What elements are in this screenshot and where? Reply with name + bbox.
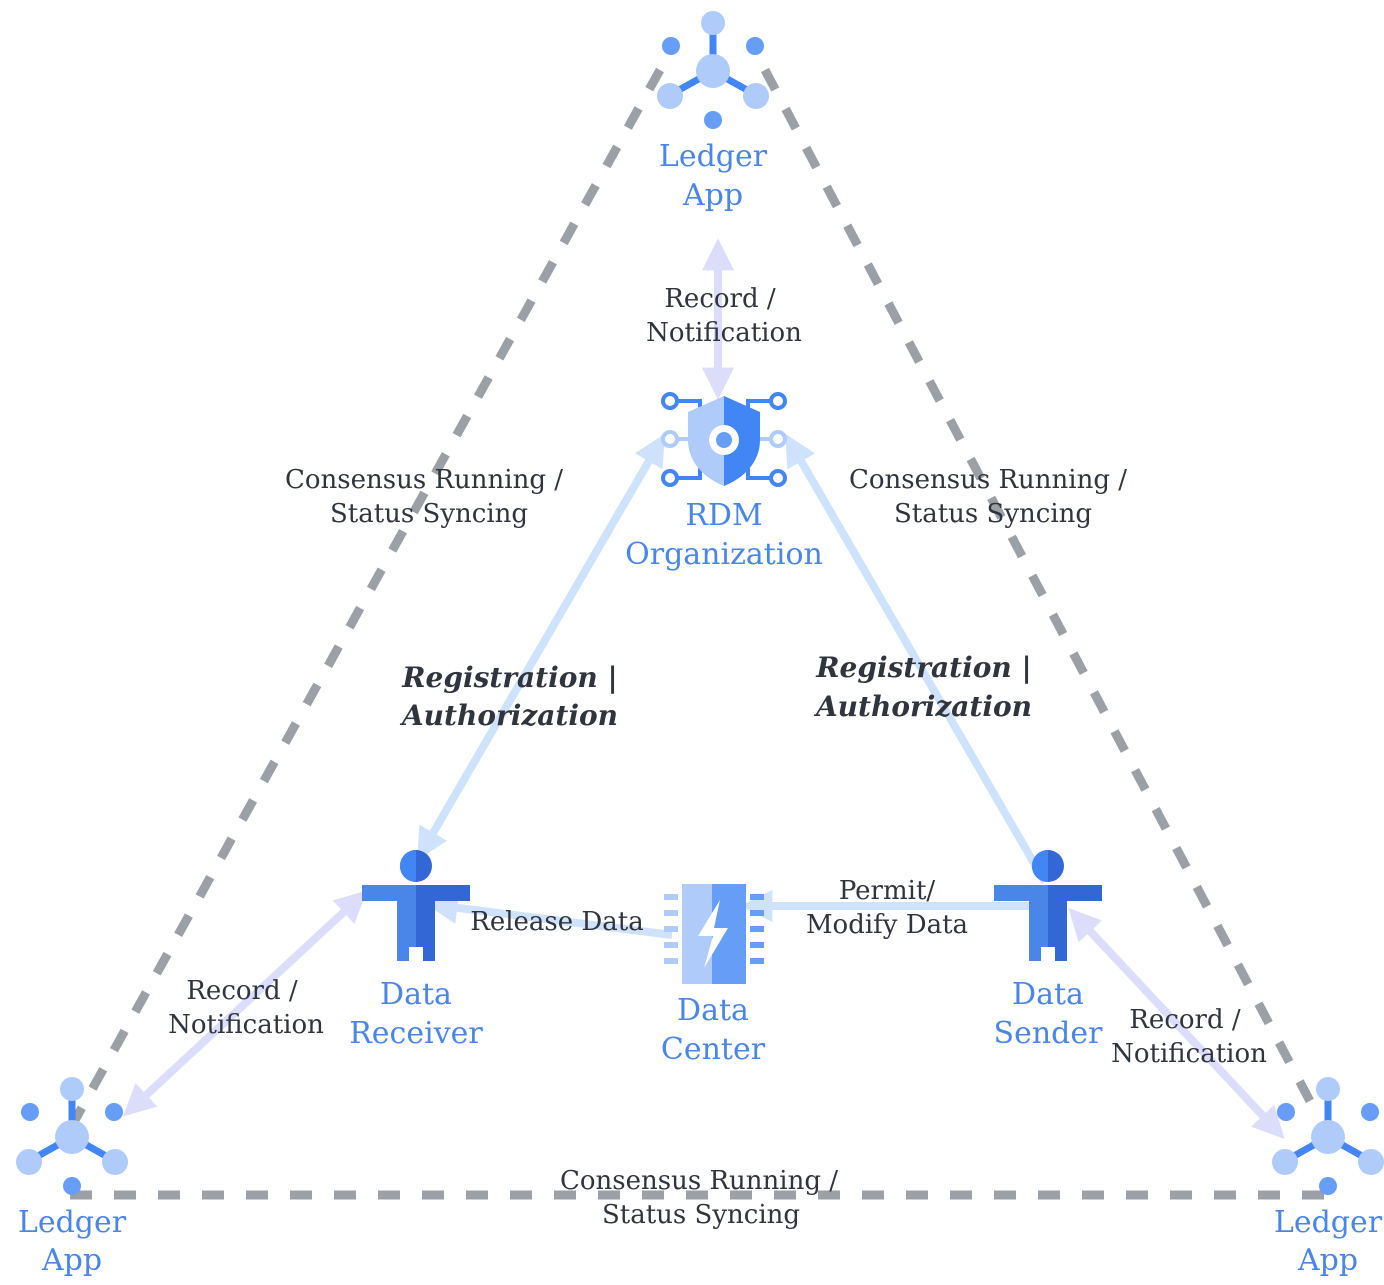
reg-left-label-2: Authorization <box>399 699 618 732</box>
person-icon <box>362 849 470 961</box>
ledger-right-label-2: App <box>1297 1243 1358 1278</box>
record-left-label-1: Record / <box>186 976 298 1006</box>
arrow-reg-left <box>417 433 665 861</box>
ledger-network-icon <box>657 11 769 129</box>
permit-label-1: Permit/ <box>839 876 936 906</box>
datacenter-label-1: Data <box>677 993 749 1028</box>
consensus-right-label-1: Consensus Running / <box>849 465 1127 495</box>
consensus-right-label-2: Status Syncing <box>894 499 1092 529</box>
ledger-network-icon <box>1272 1077 1384 1195</box>
ledger-top-label-2: App <box>682 178 743 213</box>
rdm-label-1: RDM <box>685 498 762 533</box>
receiver-label-1: Data <box>380 977 452 1012</box>
consensus-bottom-label-2: Status Syncing <box>602 1200 800 1230</box>
reg-left-label-1: Registration | <box>401 661 617 694</box>
permit-label-2: Modify Data <box>806 910 968 940</box>
rdm-label-2: Organization <box>625 537 823 572</box>
record-top-label-2: Notification <box>646 318 802 348</box>
record-right-label-2: Notification <box>1111 1039 1267 1069</box>
ledger-right-label-1: Ledger <box>1274 1205 1383 1240</box>
consensus-edge-right <box>761 67 1324 1123</box>
arrow-record-left <box>122 890 368 1117</box>
consensus-bottom-label-1: Consensus Running / <box>560 1166 838 1196</box>
person-icon <box>994 849 1102 961</box>
sender-label-1: Data <box>1012 977 1084 1012</box>
release-data-label: Release Data <box>470 907 643 937</box>
datacenter-label-2: Center <box>661 1032 766 1067</box>
record-top-label-1: Record / <box>664 284 776 314</box>
arrow-record-right <box>1068 907 1285 1140</box>
ledger-left-label-2: App <box>41 1243 102 1278</box>
consensus-left-label-1: Consensus Running / <box>285 465 563 495</box>
sender-label-2: Sender <box>994 1016 1104 1051</box>
chip-bolt-icon <box>664 884 764 984</box>
arrow-reg-right <box>785 433 1049 885</box>
ledger-left-label-1: Ledger <box>18 1205 127 1240</box>
reg-right-label-2: Authorization <box>813 690 1032 723</box>
record-right-label-1: Record / <box>1129 1005 1241 1035</box>
consensus-left-label-2: Status Syncing <box>330 499 528 529</box>
receiver-label-2: Receiver <box>349 1016 483 1051</box>
ledger-top-label-1: Ledger <box>659 139 768 174</box>
ledger-network-icon <box>16 1077 128 1195</box>
reg-right-label-1: Registration | <box>815 651 1031 684</box>
record-left-label-2: Notification <box>168 1010 324 1040</box>
arrow-release-data <box>425 891 673 939</box>
shield-circuit-icon <box>661 392 787 487</box>
